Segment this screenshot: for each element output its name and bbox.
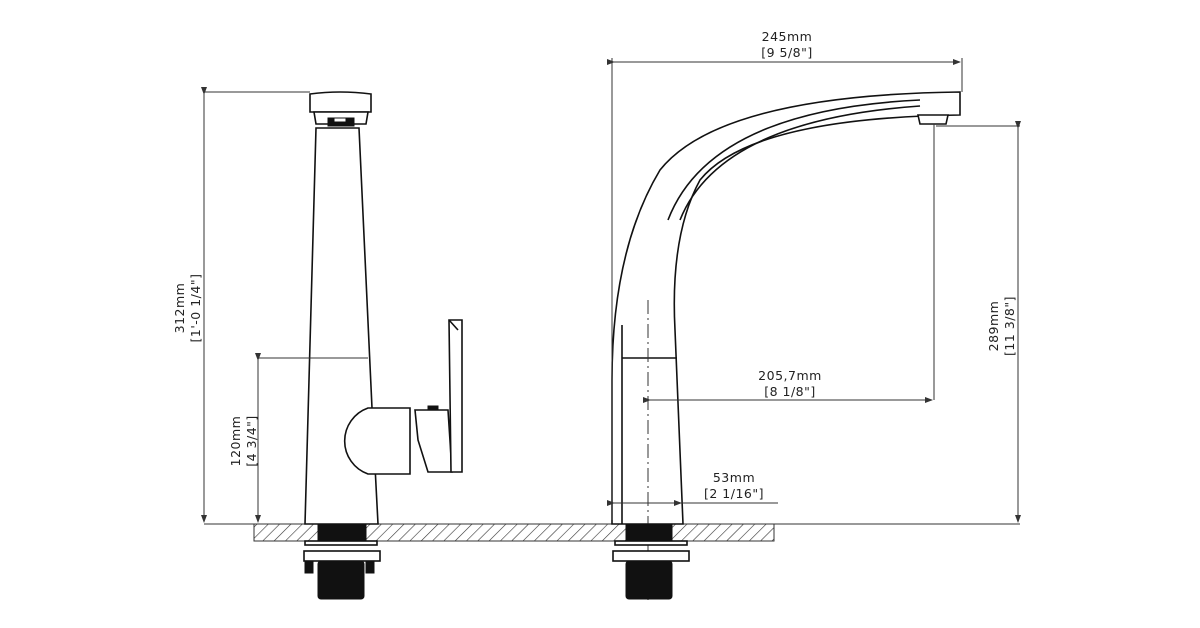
dimension-spout-reach: 245mm [9 5/8"] — [607, 29, 963, 520]
dim-312-imperial: [1'-0 1/4"] — [188, 274, 203, 343]
dim-312-metric: 312mm — [172, 283, 187, 334]
dimension-overall-height: 312mm [1'-0 1/4"] — [172, 87, 310, 523]
dim-120-metric: 120mm — [228, 416, 243, 467]
dim-245-imperial: [9 5/8"] — [761, 45, 813, 60]
dim-53-metric: 53mm — [713, 470, 755, 485]
dim-120-imperial: [4 3/4"] — [244, 415, 259, 467]
dimension-spout-height: 289mm [11 3/8"] — [933, 121, 1021, 523]
front-view — [611, 91, 961, 600]
dim-245-metric: 245mm — [762, 29, 813, 44]
dim-289-imperial: [11 3/8"] — [1002, 296, 1017, 356]
side-view — [258, 91, 463, 600]
dim-205-metric: 205,7mm — [758, 368, 822, 383]
dimension-base-diameter: 53mm [2 1/16"] — [607, 470, 778, 506]
dim-205-imperial: [8 1/8"] — [764, 384, 816, 399]
dim-289-metric: 289mm — [986, 301, 1001, 352]
dimension-handle-height: 120mm [4 3/4"] — [228, 353, 261, 523]
dimension-spout-projection: 205,7mm [8 1/8"] — [643, 368, 933, 403]
dim-53-imperial: [2 1/16"] — [704, 486, 764, 501]
